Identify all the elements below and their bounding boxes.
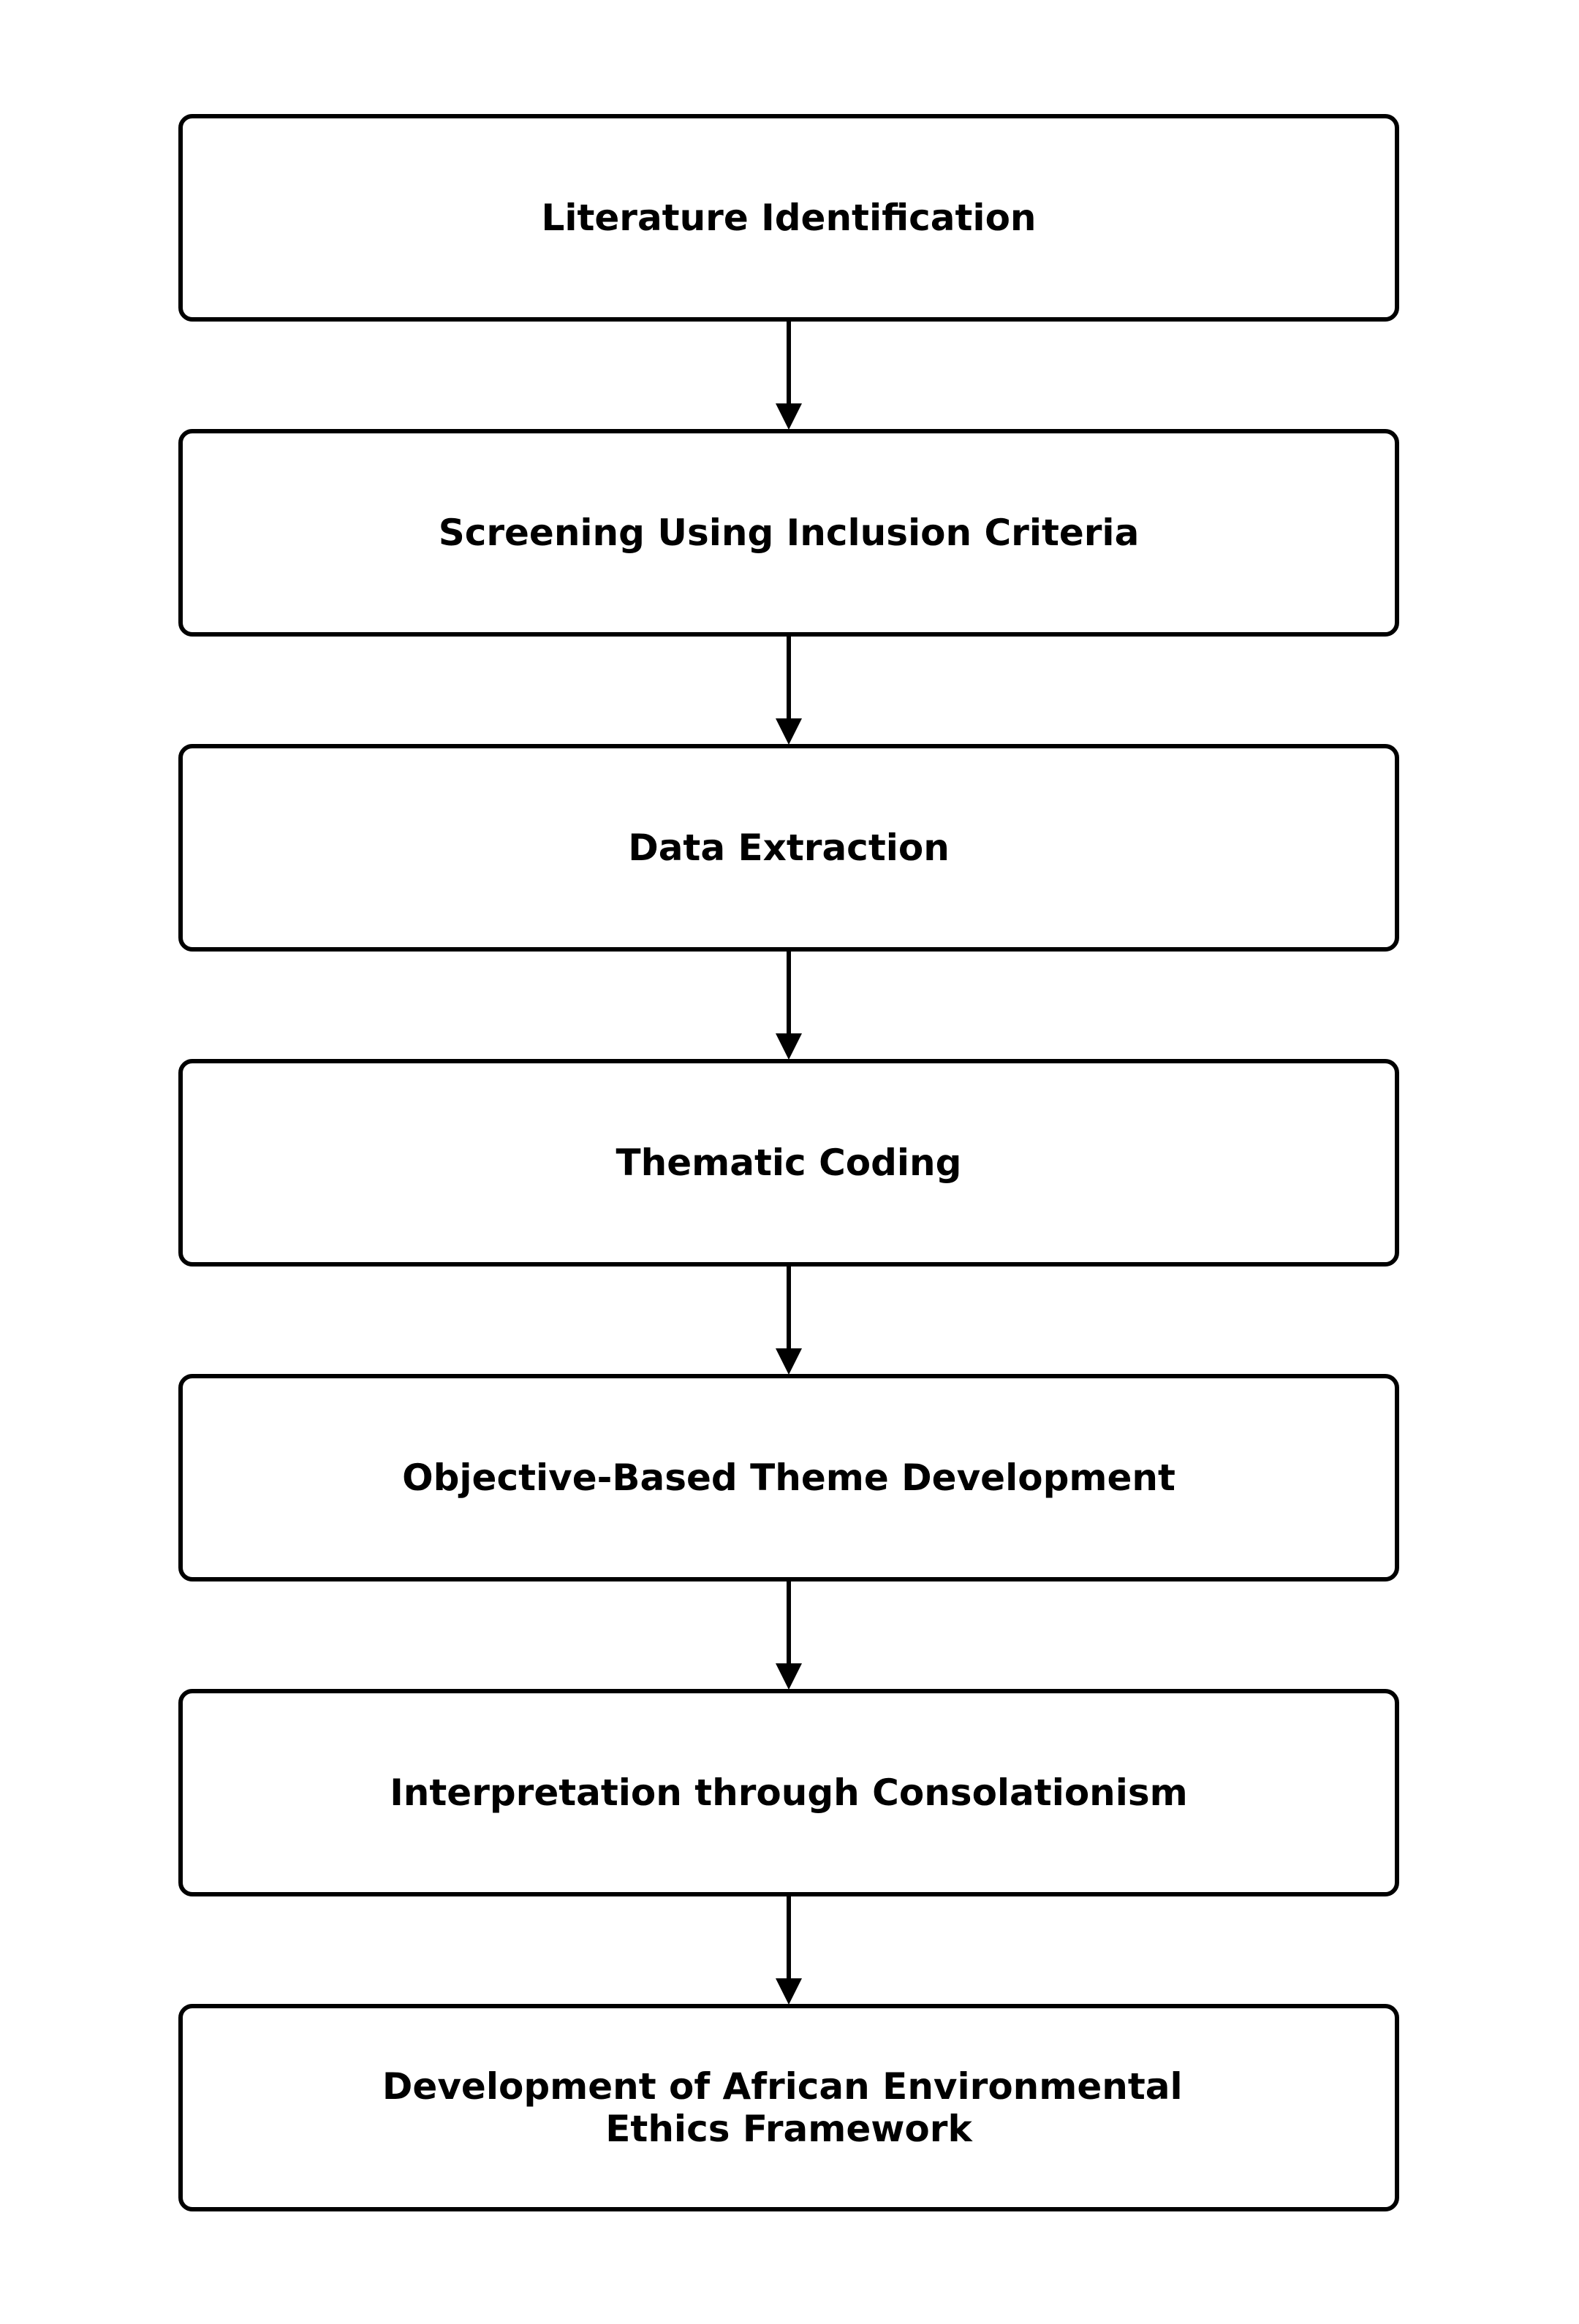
step-label: Screening Using Inclusion Criteria	[439, 512, 1140, 554]
step-label-line: Thematic Coding	[616, 1142, 962, 1184]
step-box	[178, 1374, 1399, 1581]
step-box	[178, 1689, 1399, 1896]
arrowhead	[776, 1978, 802, 2005]
step-label-line: Development of African Environmental	[382, 2065, 1183, 2108]
arrow-thematic-coding-to-theme-development	[776, 1264, 802, 1375]
step-label-line: Objective-Based Theme Development	[402, 1457, 1175, 1499]
arrows-layer	[776, 319, 802, 2005]
step-screening: Screening Using Inclusion Criteria	[178, 429, 1399, 637]
step-label-line: Data Extraction	[628, 827, 950, 869]
arrow-theme-development-to-interpretation	[776, 1579, 802, 1690]
arrowhead	[776, 1033, 802, 1060]
step-label-line: Ethics Framework	[605, 2108, 973, 2150]
step-box	[178, 2004, 1399, 2211]
arrowhead	[776, 1348, 802, 1375]
arrowhead	[776, 403, 802, 430]
arrowhead	[776, 718, 802, 745]
step-literature-identification: Literature Identification	[178, 114, 1399, 322]
step-label: Literature Identification	[541, 197, 1036, 239]
step-label: Data Extraction	[628, 827, 950, 869]
step-label-line: Screening Using Inclusion Criteria	[439, 512, 1140, 554]
step-label-line: Interpretation through Consolationism	[390, 1772, 1188, 1814]
step-box	[178, 1059, 1399, 1267]
step-label: Objective-Based Theme Development	[402, 1457, 1175, 1499]
step-data-extraction: Data Extraction	[178, 744, 1399, 952]
arrow-data-extraction-to-thematic-coding	[776, 949, 802, 1060]
arrow-interpretation-to-framework-development	[776, 1894, 802, 2005]
step-label: Interpretation through Consolationism	[390, 1772, 1188, 1814]
step-label: Development of African Environmental Eth…	[382, 2065, 1195, 2150]
step-framework-development: Development of African Environmental Eth…	[178, 2004, 1399, 2211]
step-box	[178, 744, 1399, 952]
step-label: Thematic Coding	[616, 1142, 962, 1184]
step-box	[178, 429, 1399, 637]
step-thematic-coding: Thematic Coding	[178, 1059, 1399, 1267]
step-interpretation: Interpretation through Consolationism	[178, 1689, 1399, 1896]
step-box	[178, 114, 1399, 322]
arrow-literature-identification-to-screening	[776, 319, 802, 430]
step-theme-development: Objective-Based Theme Development	[178, 1374, 1399, 1581]
arrow-screening-to-data-extraction	[776, 634, 802, 745]
arrowhead	[776, 1663, 802, 1690]
step-label-line: Literature Identification	[541, 197, 1036, 239]
